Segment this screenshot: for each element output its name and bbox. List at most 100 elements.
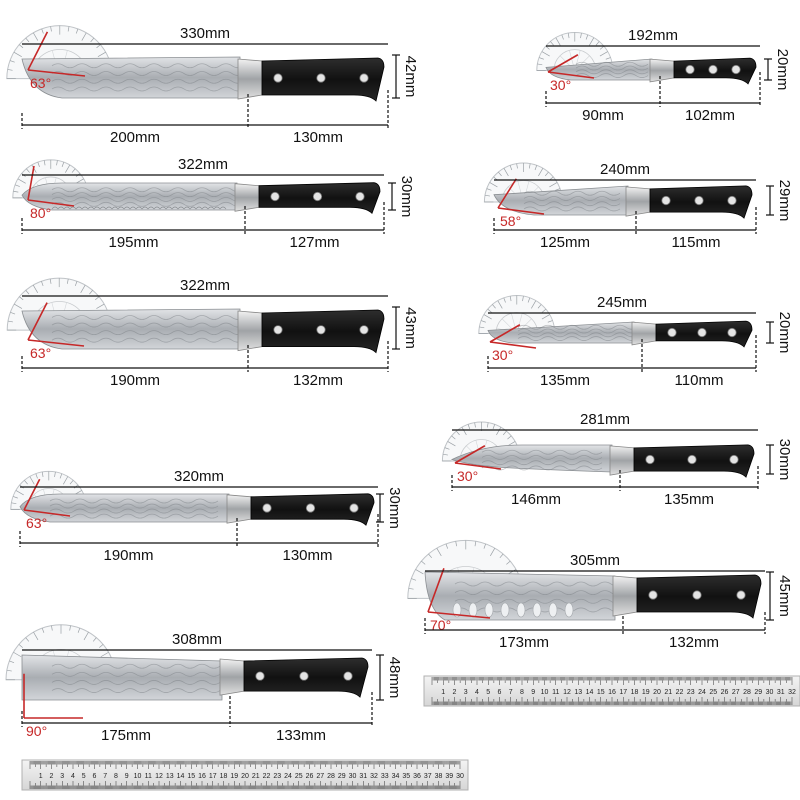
- ruler-number: 20: [653, 689, 661, 696]
- blade-height-label: 29mm: [776, 180, 793, 222]
- ruler-number: 4: [71, 773, 75, 780]
- ruler-number: 4: [475, 689, 479, 696]
- protractor-tick: [436, 547, 442, 557]
- blade-length-label: 90mm: [582, 107, 624, 124]
- protractor-tick: [41, 28, 44, 34]
- ruler-number: 22: [263, 773, 271, 780]
- handle-rivet: [736, 590, 746, 600]
- protractor-tick: [77, 627, 81, 633]
- edge-angle-marker: 70°: [427, 568, 491, 633]
- damascus-wave: [51, 201, 245, 207]
- protractor-tick: [9, 660, 15, 663]
- serration-tooth: [93, 206, 101, 210]
- ruler-number: 30: [349, 773, 357, 780]
- total-length-label: 308mm: [172, 631, 222, 648]
- damascus-wave: [481, 449, 603, 455]
- ruler-number: 24: [698, 689, 706, 696]
- handle-rivet: [359, 73, 369, 83]
- handle-length-label: 110mm: [675, 372, 724, 389]
- protractor-tick: [605, 57, 611, 60]
- protractor-tick: [35, 473, 38, 479]
- protractor-tick: [534, 165, 538, 171]
- bolster: [237, 310, 263, 352]
- ruler-number: 5: [82, 773, 86, 780]
- ruler-number: 29: [754, 689, 762, 696]
- serration-tooth: [105, 206, 113, 210]
- ruler-number: 7: [509, 689, 513, 696]
- ruler-number: 16: [608, 689, 616, 696]
- angle-base-line: [454, 462, 502, 470]
- ruler-number: 2: [50, 773, 54, 780]
- serration-tooth: [111, 206, 119, 210]
- damascus-wave: [51, 671, 221, 677]
- handle-rivet: [697, 327, 707, 338]
- protractor-tick: [13, 190, 19, 193]
- total-length-label: 320mm: [174, 468, 224, 485]
- angle-base-line: [489, 341, 537, 349]
- handle-rivet: [645, 454, 655, 465]
- handle-rivet: [316, 73, 326, 83]
- protractor-tick: [69, 480, 74, 485]
- protractor-tick: [484, 194, 490, 197]
- protractor-tick: [26, 168, 30, 173]
- ruler-number: 11: [145, 773, 152, 780]
- ruler-number: 18: [220, 773, 228, 780]
- blade: [21, 56, 241, 99]
- ruler-number: 6: [498, 689, 502, 696]
- ruler-number: 30: [766, 689, 774, 696]
- handle-rivet: [727, 195, 737, 206]
- blade-dimple: [468, 602, 478, 618]
- handle-rivet: [731, 64, 741, 75]
- handle-length-label: 132mm: [293, 372, 343, 389]
- protractor-tick: [51, 625, 53, 631]
- protractor-tick: [444, 447, 450, 450]
- protractor-tick: [83, 631, 89, 641]
- damascus-wave: [51, 315, 245, 320]
- protractor-tick: [445, 543, 449, 549]
- protractor-tick: [528, 163, 531, 169]
- damascus-wave: [575, 65, 649, 71]
- protractor-tick: [486, 188, 492, 191]
- blade: [493, 185, 629, 216]
- angle-base-line: [497, 207, 545, 215]
- angle-edge-line: [427, 568, 445, 613]
- protractor-tick: [455, 541, 457, 547]
- bolster: [649, 58, 675, 83]
- damascus-wave: [51, 680, 221, 685]
- handle-rivet: [355, 191, 365, 202]
- angle-edge-line: [547, 54, 579, 73]
- ruler-number: 19: [642, 689, 650, 696]
- serration-tooth: [147, 206, 155, 210]
- total-length-label: 305mm: [570, 552, 620, 569]
- protractor-tick: [538, 57, 544, 60]
- bolster: [226, 494, 252, 524]
- ruler-number: 19: [230, 773, 238, 780]
- protractor-tick: [59, 473, 63, 479]
- angle-edge-line: [489, 324, 521, 343]
- blade-length-label: 146mm: [511, 491, 561, 508]
- protractor-tick: [507, 435, 512, 440]
- damascus-wave: [454, 590, 624, 596]
- serration-tooth: [51, 206, 59, 210]
- blade-height-label: 42mm: [402, 56, 419, 98]
- protractor-tick: [538, 168, 544, 177]
- angle-base-line: [27, 69, 86, 77]
- damascus-wave: [51, 63, 245, 69]
- ruler-number: 27: [732, 689, 740, 696]
- serration-tooth: [63, 206, 71, 210]
- blade: [21, 308, 241, 350]
- protractor-tick: [33, 631, 39, 641]
- blade-dimples: [452, 602, 574, 618]
- handle-rivet: [255, 671, 265, 681]
- protractor-tick: [428, 553, 433, 559]
- handle-rivet: [262, 503, 272, 513]
- edge-angle-marker: 80°: [27, 165, 75, 221]
- serration-tooth: [123, 206, 131, 210]
- protractor-tick: [595, 41, 600, 46]
- ruler-number: 27: [316, 773, 324, 780]
- protractor-tick: [25, 290, 30, 295]
- angle-edge-line: [27, 165, 35, 201]
